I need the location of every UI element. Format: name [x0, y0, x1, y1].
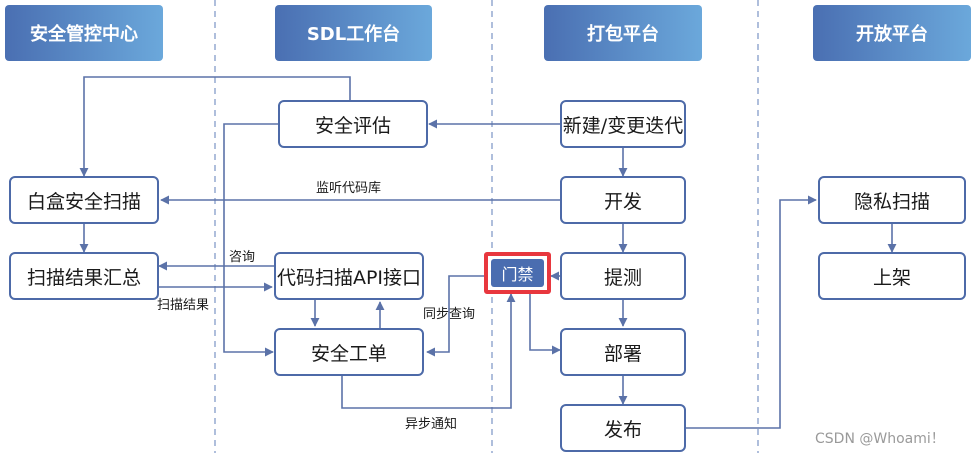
- column-header-open-platform: 开放平台: [813, 5, 971, 61]
- node-scan-summary: 扫描结果汇总: [9, 252, 159, 300]
- node-code-scan-api: 代码扫描API接口: [274, 252, 424, 300]
- node-submit-test: 提测: [560, 252, 686, 300]
- edge-gate-to-deploy: [529, 292, 561, 355]
- node-listing: 上架: [818, 252, 966, 300]
- edge-ticket-to-gate: [341, 293, 516, 409]
- node-release: 发布: [560, 404, 686, 452]
- watermark: CSDN @Whoami！: [815, 431, 945, 447]
- edge-label-sync-query: 同步查询: [423, 307, 476, 322]
- node-security-assessment: 安全评估: [278, 100, 428, 148]
- node-develop: 开发: [560, 176, 686, 224]
- edge-label-async-notify: 异步通知: [405, 417, 458, 432]
- column-header-sdl-workbench: SDL工作台: [275, 5, 432, 61]
- edge-label-scan-result: 扫描结果: [157, 298, 210, 313]
- edge-label-listen-repo: 监听代码库: [316, 181, 382, 196]
- node-new-iteration: 新建/变更迭代: [560, 100, 686, 148]
- node-deploy: 部署: [560, 328, 686, 376]
- edge-assessment-to-whitebox: [79, 76, 351, 177]
- node-privacy-scan: 隐私扫描: [818, 176, 966, 224]
- column-header-security-center: 安全管控中心: [5, 5, 163, 61]
- edge-label-consult: 咨询: [229, 250, 256, 265]
- edge-assessment-to-ticket: [223, 123, 278, 357]
- edge-gate-to-ticket: [426, 275, 488, 357]
- node-security-ticket: 安全工单: [274, 328, 424, 376]
- edge-release-to-privacy: [686, 195, 817, 429]
- node-whitebox-scan: 白盒安全扫描: [9, 176, 159, 224]
- node-gate: 门禁: [491, 259, 544, 287]
- column-header-packaging-platform: 打包平台: [544, 5, 702, 61]
